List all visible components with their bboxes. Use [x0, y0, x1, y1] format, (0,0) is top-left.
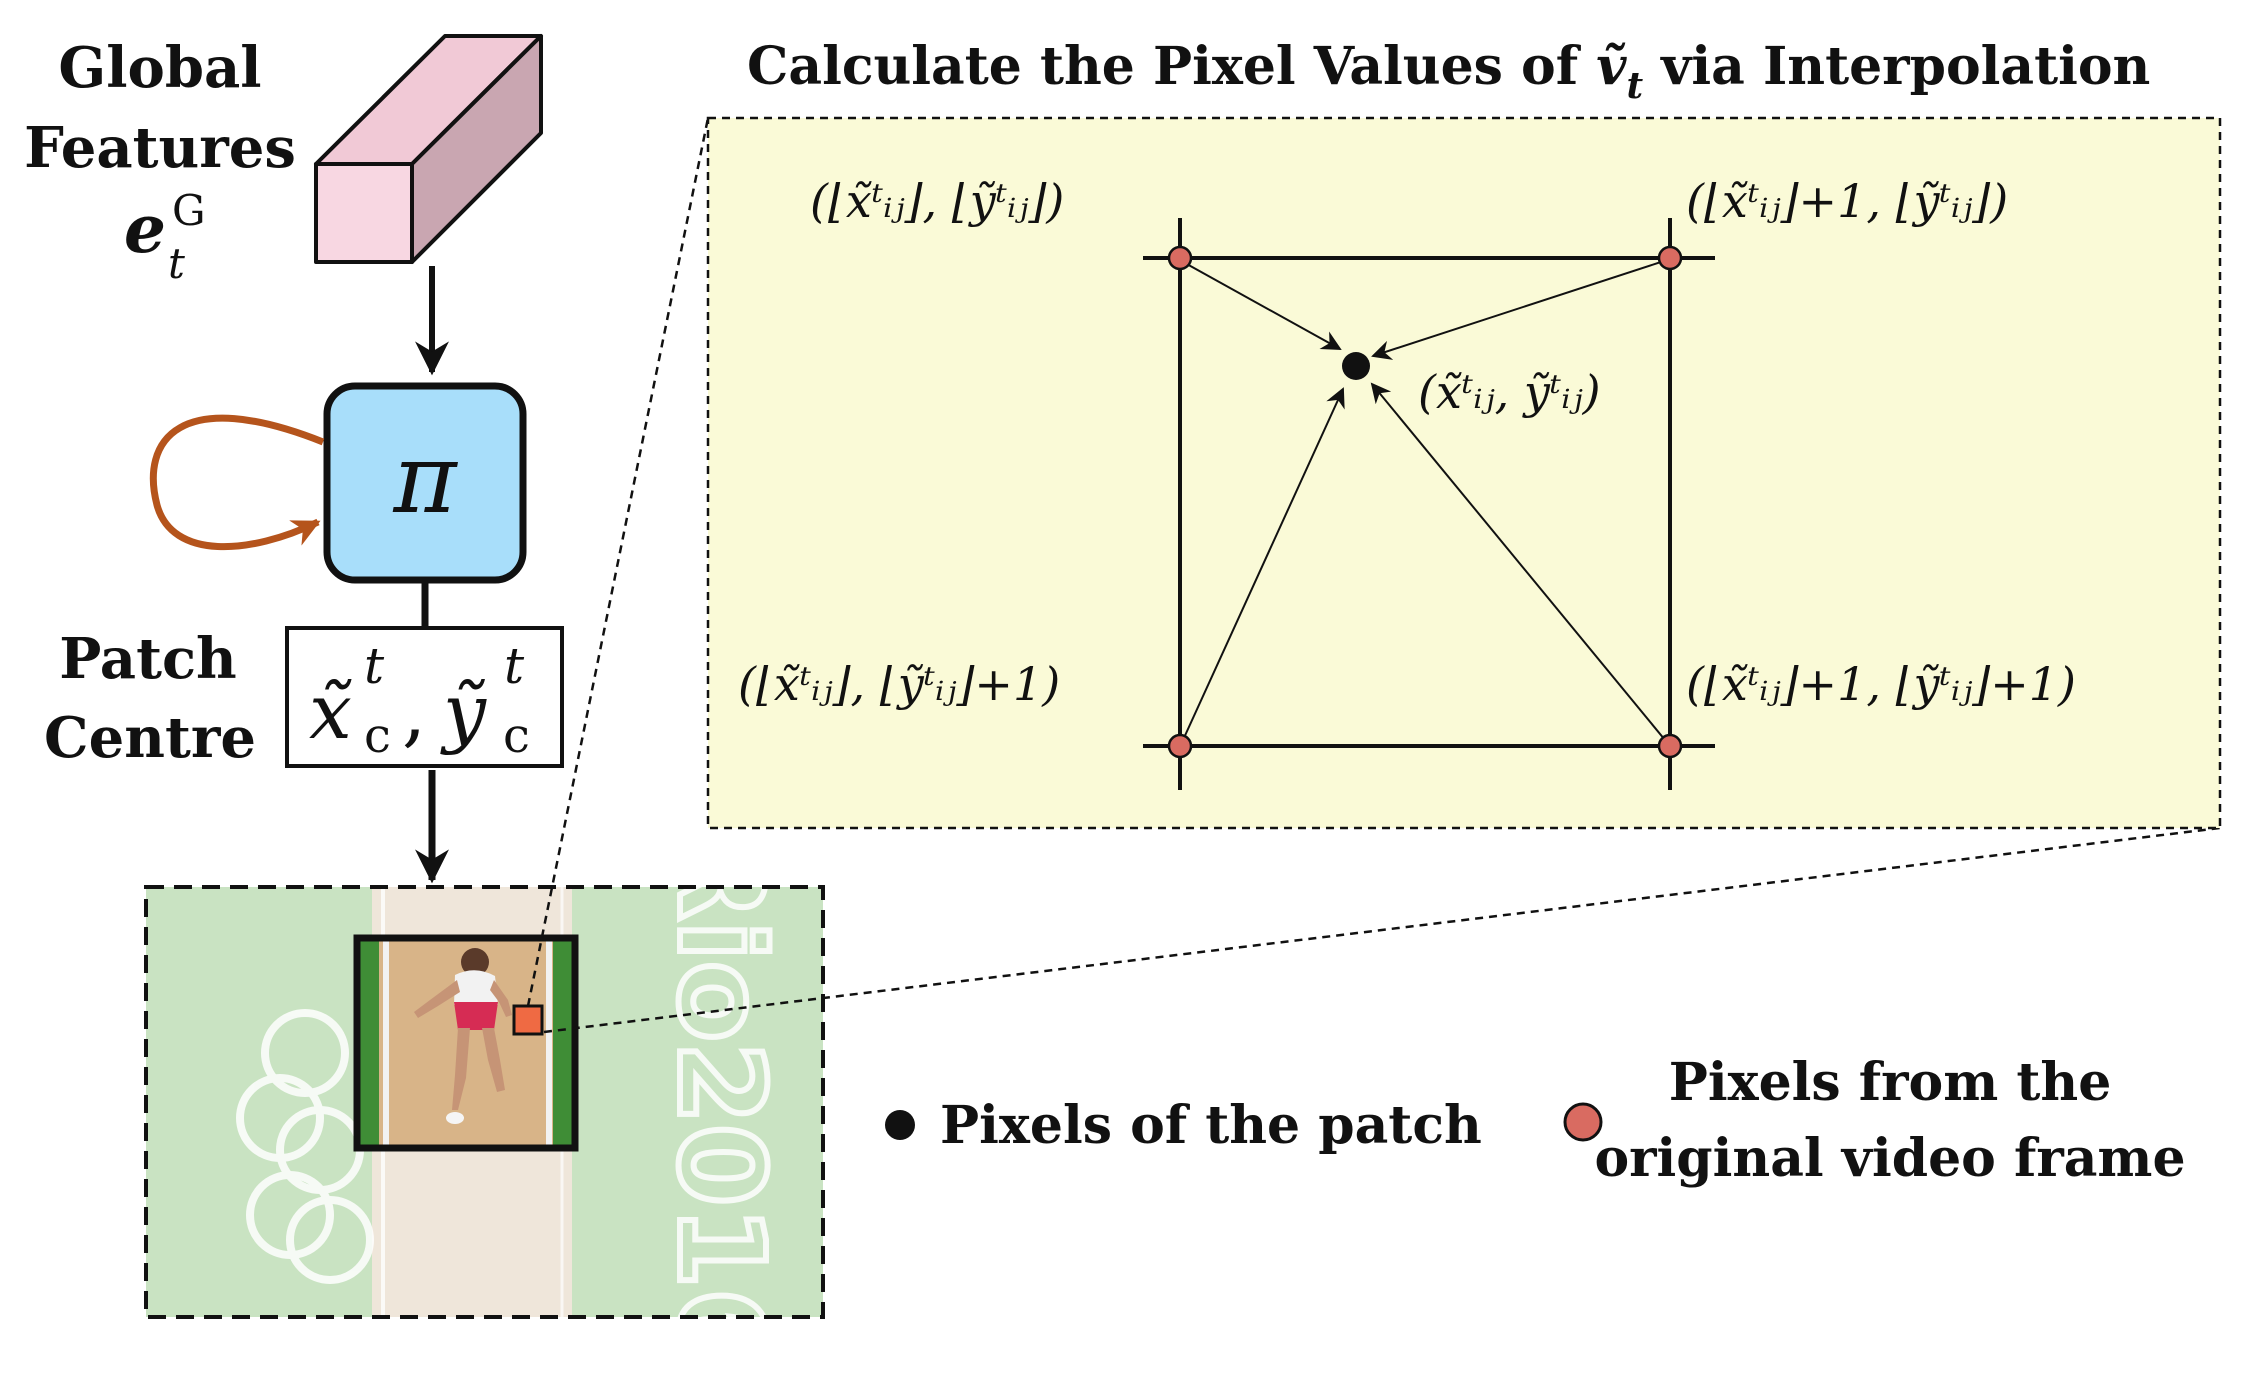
policy-symbol: π: [392, 423, 458, 535]
arrow-from-bottom-right: [1370, 382, 1666, 741]
svg-text:t: t: [364, 637, 385, 695]
svg-text:c: c: [364, 708, 391, 764]
legend-original-pixels-line2: original video frame: [1594, 1128, 2185, 1189]
gymnast-figure: [414, 948, 512, 1124]
rio-watermark: Rio2016: [652, 830, 790, 1371]
arrow-from-top-left: [1184, 262, 1342, 350]
patch-centre-box: [285, 626, 564, 768]
zoom-panel: [706, 116, 2222, 830]
svg-text:,: ,: [402, 667, 426, 756]
label-top-left: (⌊x̃ᵗᵢⱼ⌋, ⌊ỹᵗᵢⱼ⌋): [810, 174, 1064, 228]
feature-cube: [314, 34, 543, 264]
legend-patch-pixel-marker: [885, 1110, 915, 1140]
recurrent-loop-arrow: [149, 414, 325, 551]
diagram-title: Calculate the Pixel Values of ṽt via Int…: [747, 36, 2150, 107]
legend: Pixels of the patch Pixels from the orig…: [885, 1052, 2186, 1189]
svg-text:x̃: x̃: [309, 667, 352, 756]
svg-text:c: c: [503, 708, 530, 764]
label-center: (x̃ᵗᵢⱼ, ỹᵗᵢⱼ): [1418, 365, 1601, 419]
olympic-rings-watermark: [236, 1009, 374, 1284]
arrow-from-top-right: [1371, 260, 1665, 360]
svg-text:Features: Features: [24, 115, 296, 181]
svg-text:Centre: Centre: [44, 705, 256, 771]
corner-pixel-top-left: [1167, 245, 1193, 271]
global-features-label: Global Features e G t: [24, 35, 296, 288]
label-bottom-left: (⌊x̃ᵗᵢⱼ⌋, ⌊ỹᵗᵢⱼ⌋+1): [738, 657, 1060, 711]
svg-text:Patch: Patch: [59, 626, 237, 692]
label-bottom-right: (⌊x̃ᵗᵢⱼ⌋+1, ⌊ỹᵗᵢⱼ⌋+1): [1686, 657, 2076, 711]
label-top-right: (⌊x̃ᵗᵢⱼ⌋+1, ⌊ỹᵗᵢⱼ⌋): [1686, 174, 2008, 228]
svg-text:Global: Global: [58, 35, 261, 101]
corner-pixel-top-right: [1657, 245, 1683, 271]
svg-text:ỹ: ỹ: [440, 667, 487, 756]
corner-pixel-bottom-right: [1657, 733, 1683, 759]
interpolation-arrows: [1182, 260, 1666, 741]
interpolation-grid: [1143, 218, 1715, 790]
patch-centre-formula: x̃ t c , ỹ t c: [309, 637, 530, 764]
zoom-connector-top: [526, 117, 710, 1007]
global-features-superscript: G: [172, 186, 206, 235]
global-features-subscript: t: [168, 239, 185, 288]
svg-text:t: t: [504, 637, 525, 695]
corner-pixel-bottom-left: [1167, 733, 1193, 759]
zoom-connector-bottom: [543, 826, 2221, 1034]
legend-patch-pixels: Pixels of the patch: [940, 1095, 1482, 1156]
patch-pixel-center: [1342, 352, 1370, 380]
patch-pixel-marker: [512, 1004, 544, 1036]
patch-centre-label: Patch Centre: [44, 626, 256, 771]
legend-original-pixels-line1: Pixels from the: [1669, 1052, 2112, 1113]
patch-crop: [353, 934, 579, 1152]
global-features-symbol: e: [124, 190, 166, 268]
arrow-from-bottom-left: [1182, 387, 1345, 741]
legend-original-pixel-marker: [1563, 1102, 1603, 1142]
